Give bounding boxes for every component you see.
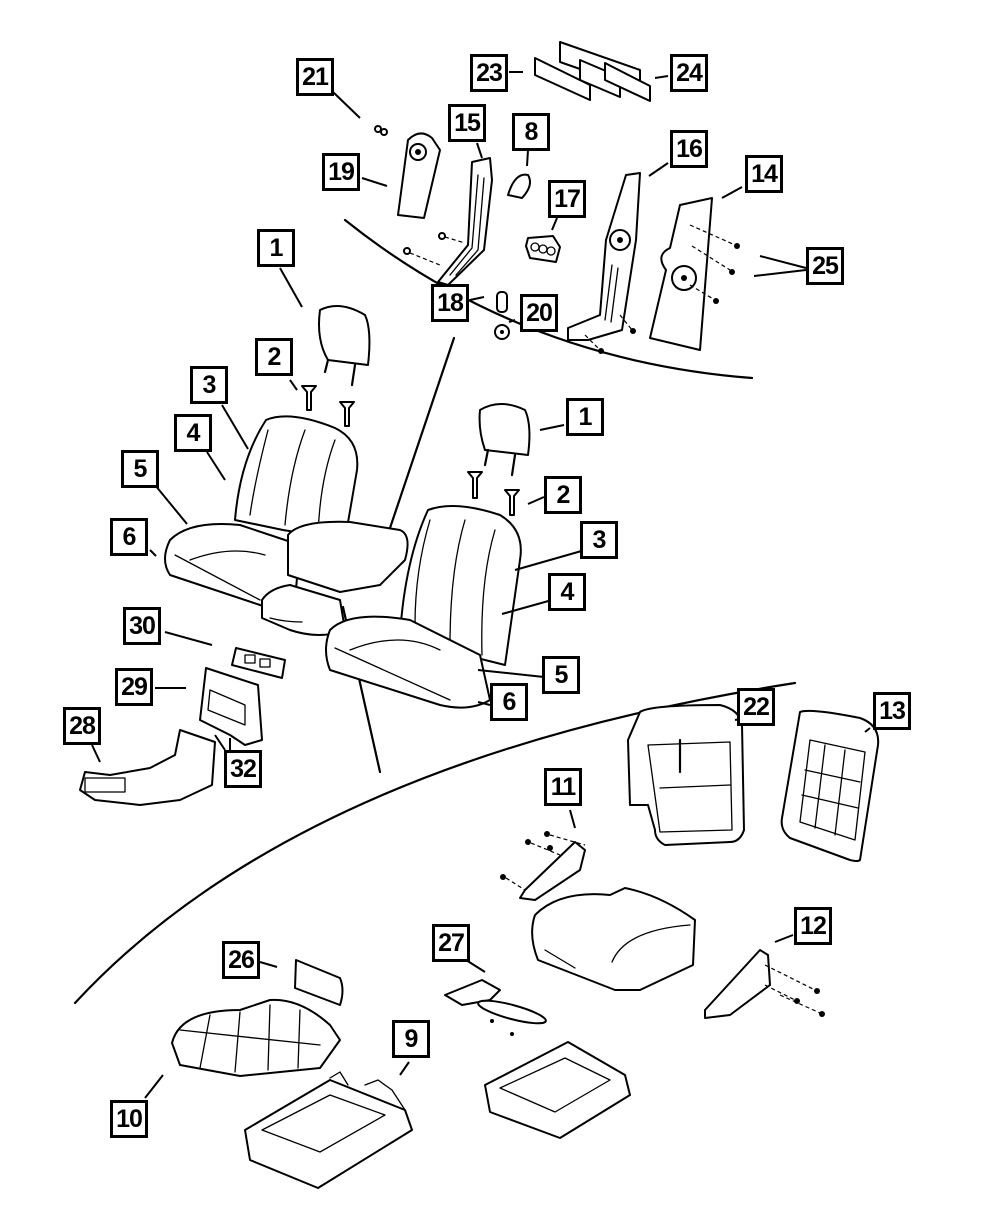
callout-3-right: 3 [580, 521, 618, 559]
callout-14: 14 [745, 155, 783, 193]
part-recliner-frame-16 [567, 172, 641, 354]
callout-15: 15 [448, 104, 486, 142]
callout-1-right: 1 [566, 398, 604, 436]
callout-21: 21 [296, 58, 334, 96]
part-console-tray [484, 1041, 631, 1139]
part-center-console [261, 520, 409, 636]
callout-19: 19 [322, 153, 360, 191]
callout-27: 27 [432, 924, 470, 962]
callout-17: 17 [548, 180, 586, 218]
part-knob-20 [494, 324, 510, 340]
callout-16: 16 [670, 130, 708, 168]
part-recliner-cover-14 [649, 197, 740, 351]
part-clip-18 [496, 291, 508, 313]
callout-11: 11 [544, 768, 582, 806]
callout-12: 12 [794, 907, 832, 945]
callout-10: 10 [110, 1100, 148, 1138]
callout-32: 32 [224, 750, 262, 788]
part-bezel-30 [231, 647, 286, 679]
callout-2-right: 2 [544, 476, 582, 514]
part-cover-8 [507, 173, 531, 199]
part-pad-26 [294, 959, 344, 1006]
callout-23: 23 [470, 54, 508, 92]
part-guides-right [467, 471, 520, 516]
callout-9: 9 [392, 1020, 430, 1058]
part-seat-cushion-right [325, 615, 491, 709]
callout-5-right: 5 [542, 656, 580, 694]
callout-20: 20 [520, 294, 558, 332]
part-cup-holder-27 [444, 979, 547, 1036]
part-storage-bin-29 [199, 667, 263, 746]
upper-connector-line [388, 336, 456, 530]
part-cushion-foam-10 [171, 998, 341, 1077]
callout-30: 30 [123, 607, 161, 645]
part-switch-17 [525, 235, 561, 263]
callout-26: 26 [222, 941, 260, 979]
callout-4-left: 4 [174, 414, 212, 452]
callout-5-left: 5 [121, 450, 159, 488]
callout-24: 24 [670, 54, 708, 92]
part-seat-back-frame-22 [627, 704, 745, 846]
callout-6-right: 6 [490, 683, 528, 721]
callout-28: 28 [63, 707, 101, 745]
part-frame-rail-15 [403, 157, 493, 286]
callout-3-left: 3 [190, 366, 228, 404]
callout-18: 18 [431, 284, 469, 322]
part-hinge-bracket-12 [704, 949, 825, 1019]
callout-8: 8 [512, 113, 550, 151]
part-cushion-frame-9 [244, 1071, 413, 1189]
part-duct-28 [79, 729, 216, 806]
part-seat-back-right [399, 505, 522, 666]
callout-25: 25 [806, 247, 844, 285]
callout-2-left: 2 [255, 338, 293, 376]
callout-13: 13 [873, 692, 911, 730]
callout-1-left: 1 [257, 229, 295, 267]
callout-6-left: 6 [110, 518, 148, 556]
callout-29: 29 [115, 668, 153, 706]
part-guides-left [301, 385, 355, 427]
part-bracket-19 [397, 132, 441, 219]
part-screw-21 [374, 125, 388, 136]
part-headrest-left [318, 305, 371, 387]
part-headrest-right [478, 403, 531, 477]
part-hinge-bracket-11 [500, 831, 586, 901]
callout-22: 22 [737, 688, 775, 726]
part-seat-cushion-detail [531, 887, 696, 991]
part-panel-23-24 [534, 41, 651, 102]
part-back-panel-13 [780, 709, 880, 862]
callout-4-right: 4 [548, 573, 586, 611]
